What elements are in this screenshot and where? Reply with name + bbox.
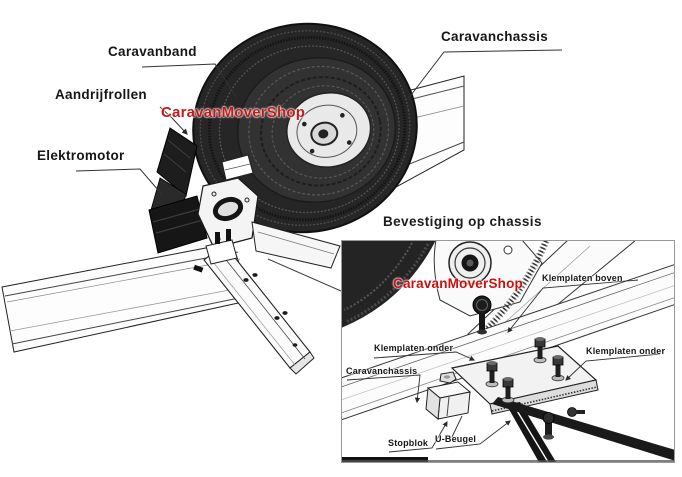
label-elektromotor: Elektromotor (37, 148, 125, 163)
inset-clamp-bolts (485, 337, 565, 404)
mounting-rail (193, 229, 315, 375)
inset-diagonal-rail (492, 397, 674, 461)
inset-panel (341, 240, 675, 463)
leader-lines-main (75, 49, 563, 292)
label-stopblok: Stopblok (388, 438, 429, 448)
inset-scan-smudge (342, 457, 428, 462)
label-caravanband: Caravanband (108, 44, 197, 59)
label-klemplaten-onder-left: Klemplaten onder (374, 343, 454, 353)
electric-motor (148, 195, 208, 254)
label-u-beugel: U-Beugel (435, 434, 477, 444)
inset-vertical-rail (506, 402, 556, 462)
inset-stop-block (425, 371, 472, 420)
inset-title: Bevestiging op chassis (383, 214, 542, 229)
inset-loose-bolts (542, 407, 585, 440)
inset-motor-bearing (433, 241, 543, 317)
rail-clamp (205, 239, 238, 265)
watermark-caravanmovershop-inset: CaravanMoverShop (393, 276, 523, 291)
label-klemplaten-onder-right: Klemplaten onder (586, 346, 666, 356)
caravan-tire (192, 22, 418, 234)
inset-tire-corner (342, 241, 436, 328)
motor-bracket (197, 154, 341, 269)
label-caravanchassis-inset: Caravanchassis (346, 366, 418, 376)
label-aandrijfrollen: Aandrijfrollen (55, 87, 147, 102)
label-klemplaten-boven: Klemplaten boven (542, 273, 623, 283)
inset-drive-roller (472, 295, 492, 335)
leader-lines-inset (346, 279, 661, 453)
watermark-caravanmovershop-main: CaravanMoverShop (161, 104, 306, 121)
inset-belt-dark (482, 241, 548, 334)
label-caravanchassis-main: Caravanchassis (441, 29, 549, 44)
